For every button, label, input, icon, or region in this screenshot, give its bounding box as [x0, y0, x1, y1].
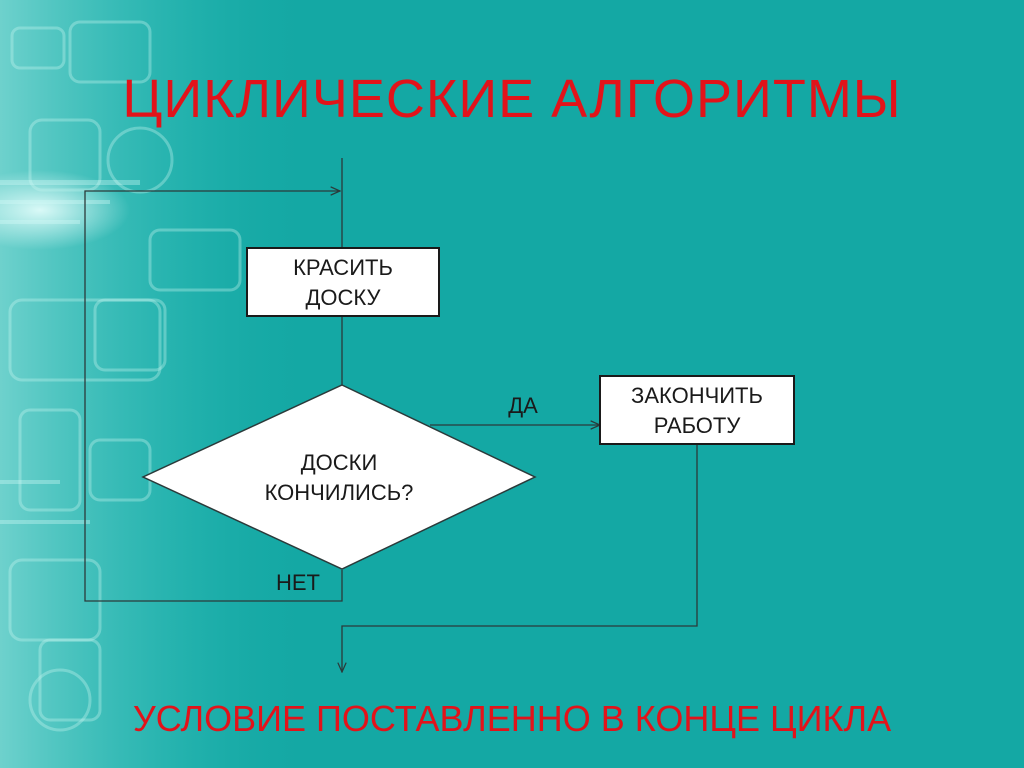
exit-connector: [342, 445, 698, 672]
slide-footer: УСЛОВИЕ ПОСТАВЛЕННО В КОНЦЕ ЦИКЛА: [132, 698, 892, 739]
process-box-line2: ДОСКУ: [306, 285, 382, 310]
decision-line2: КОНЧИЛИСЬ?: [265, 480, 414, 505]
decision-line1: ДОСКИ: [301, 450, 378, 475]
process-box-line1: КРАСИТЬ: [293, 255, 393, 280]
no-label: НЕТ: [276, 570, 320, 595]
yes-label: ДА: [508, 393, 538, 418]
terminal-box-line1: ЗАКОНЧИТЬ: [631, 383, 763, 408]
loop-back-connector: [84, 191, 343, 602]
process-box: КРАСИТЬ ДОСКУ: [246, 247, 440, 317]
decision-diamond: ДОСКИ КОНЧИЛИСЬ?: [141, 384, 537, 570]
terminal-box-line2: РАБОТУ: [654, 413, 742, 438]
slide-title: ЦИКЛИЧЕСКИЕ АЛГОРИТМЫ: [122, 69, 902, 129]
terminal-box: ЗАКОНЧИТЬ РАБОТУ: [599, 375, 795, 445]
